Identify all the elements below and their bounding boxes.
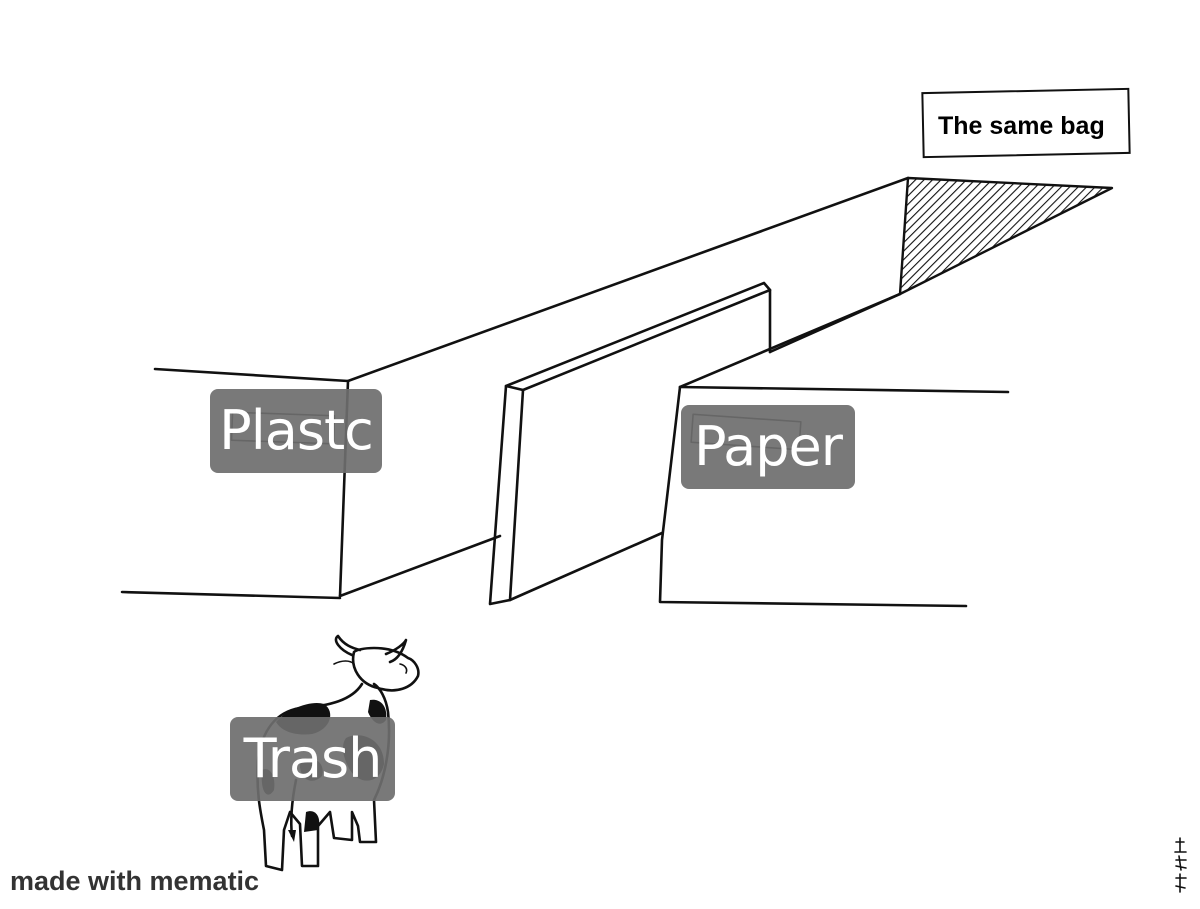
sign-text: The same bag [938,112,1105,140]
caption-trash: Trash [230,717,395,801]
caption-paper: Paper [681,405,855,489]
artist-seal-icon [1174,837,1187,893]
caption-plastic: Plastc [210,389,382,473]
dark-opening [898,176,1114,296]
watermark: made with mematic [10,866,260,896]
middle-wall [488,281,772,606]
